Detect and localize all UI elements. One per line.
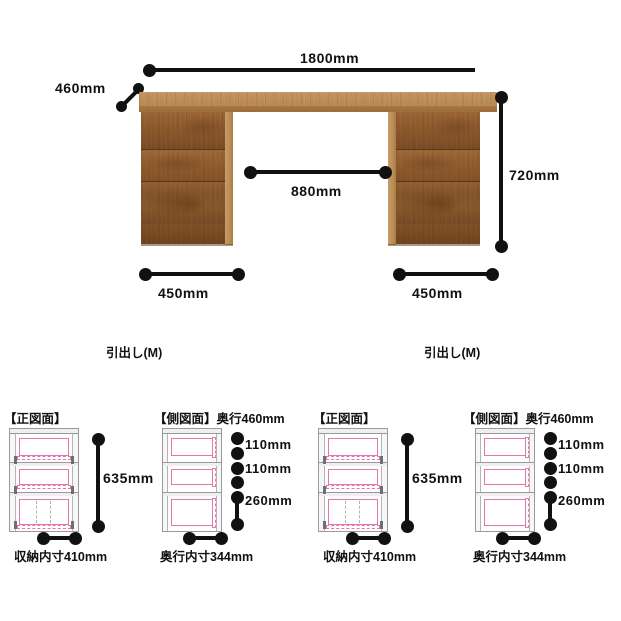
side-right-dot-2 [544, 462, 557, 475]
side-right-dot-5 [544, 518, 557, 531]
side-left-depth-dot-left [183, 532, 196, 545]
front-left-width-dot-left [37, 532, 50, 545]
side-right-height-label-1: 110mm [558, 461, 605, 476]
left-pedestal-width-dot-right [232, 268, 245, 281]
right-pedestal-width-label: 450mm [412, 285, 463, 301]
knee-space-dot-left [244, 166, 257, 179]
side-left-height-label-0: 110mm [245, 437, 292, 452]
depth-dot-top [133, 83, 144, 94]
panel-front-left: 【正図面】 [0, 405, 154, 565]
left-drawer-caption: 引出し(M) [106, 346, 163, 360]
right-pedestal-base-shadow [388, 244, 480, 246]
panel-front-left-title: 【正図面】 [4, 412, 67, 426]
right-pedestal-width-dot-left [393, 268, 406, 281]
front-left-caption: 収納内寸410mm [14, 550, 108, 564]
left-pedestal-base-shadow [141, 244, 233, 246]
front-left-width-line [44, 536, 74, 540]
side-right-depth-dot-right [528, 532, 541, 545]
height-dot-bottom [495, 240, 508, 253]
side-right-caption: 奥行内寸344mm [473, 550, 567, 564]
front-left-height-dot-top [92, 433, 105, 446]
side-left-height-label-1: 110mm [245, 461, 292, 476]
side-left-caption: 奥行内寸344mm [160, 550, 254, 564]
desk-top-surface [139, 92, 497, 107]
height-dot-top [495, 91, 508, 104]
right-pedestal-width-line [400, 272, 492, 276]
front-left-height-label: 635mm [103, 470, 154, 486]
panel-side-left: 【側図面】奥行460mm [152, 405, 309, 565]
side-left-dot-2 [231, 462, 244, 475]
panel-front-right: 【正図面】 [309, 405, 463, 565]
front-right-cabinet [318, 428, 388, 532]
left-pedestal-side-panel [225, 112, 233, 245]
panel-side-left-title: 【側図面】奥行460mm [154, 412, 285, 426]
width-dimension-label: 1800mm [300, 50, 360, 66]
side-left-dot-5 [231, 518, 244, 531]
side-right-cabinet [475, 428, 535, 532]
side-right-deep-line [548, 497, 552, 522]
front-right-height-dot-bottom [401, 520, 414, 533]
front-left-cabinet [9, 428, 79, 532]
right-pedestal-width-dot-right [486, 268, 499, 281]
front-right-height-line [405, 438, 409, 526]
width-dimension-dot-left [143, 64, 156, 77]
left-pedestal-width-label: 450mm [158, 285, 209, 301]
side-left-deep-line [235, 497, 239, 522]
width-dimension-line [150, 68, 475, 72]
panel-side-right: 【側図面】奥行460mm 1 [461, 405, 621, 565]
desk-top-edge [139, 106, 497, 112]
knee-space-dot-right [379, 166, 392, 179]
left-pedestal-width-dot-left [139, 268, 152, 281]
depth-dimension-label: 460mm [55, 80, 106, 96]
knee-space-dimension-line [251, 170, 385, 174]
height-dimension-label: 720mm [509, 167, 560, 183]
side-right-depth-dot-left [496, 532, 509, 545]
front-right-height-label: 635mm [412, 470, 463, 486]
left-pedestal-width-line [146, 272, 238, 276]
front-left-height-dot-bottom [92, 520, 105, 533]
side-right-dot-3 [544, 476, 557, 489]
right-drawer-caption: 引出し(M) [424, 346, 481, 360]
front-right-width-dot-right [378, 532, 391, 545]
left-pedestal [141, 112, 225, 244]
side-left-depth-dot-right [215, 532, 228, 545]
front-right-caption: 収納内寸410mm [323, 550, 417, 564]
height-dimension-line [499, 96, 503, 246]
knee-space-label: 880mm [291, 183, 342, 199]
panel-side-right-title: 【側図面】奥行460mm [463, 412, 594, 426]
panel-front-right-title: 【正図面】 [313, 412, 376, 426]
side-right-dot-1 [544, 447, 557, 460]
front-left-width-dot-right [69, 532, 82, 545]
right-pedestal [396, 112, 480, 244]
side-right-depth-line [503, 536, 533, 540]
side-right-dot-0 [544, 432, 557, 445]
front-right-width-dot-left [346, 532, 359, 545]
side-left-dot-0 [231, 432, 244, 445]
front-right-height-dot-top [401, 433, 414, 446]
depth-dot-bottom [116, 101, 127, 112]
side-right-height-label-2: 260mm [558, 493, 606, 508]
side-left-height-label-2: 260mm [245, 493, 293, 508]
right-pedestal-side-panel [388, 112, 396, 245]
front-right-width-line [353, 536, 383, 540]
side-left-dot-1 [231, 447, 244, 460]
side-left-dot-3 [231, 476, 244, 489]
front-left-height-line [96, 438, 100, 526]
side-left-cabinet [162, 428, 222, 532]
side-right-height-label-0: 110mm [558, 437, 605, 452]
side-left-depth-line [190, 536, 220, 540]
